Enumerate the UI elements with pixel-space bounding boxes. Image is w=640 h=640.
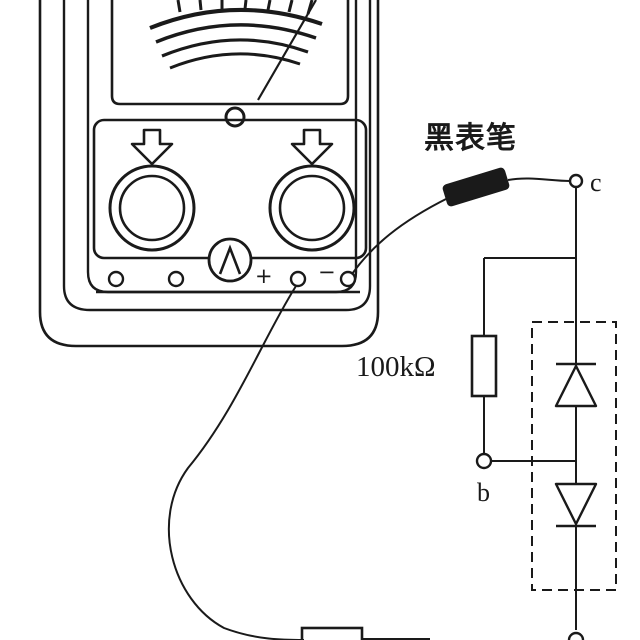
multimeter [38,0,380,348]
lower-diode [554,482,598,528]
multimeter-inner-case [62,0,372,312]
meter-needle [257,0,317,101]
black-probe-tip-wire [507,177,571,182]
terminal-c [568,173,584,189]
right-selector-knob [268,164,356,252]
upper-diode [554,362,598,408]
terminal-jack [107,270,125,288]
black-probe-label: 黑表笔 [424,121,517,156]
jack-minus-label: − [318,260,336,284]
jack-plus-label: + [255,264,273,288]
resistor-value-label: 100kΩ [356,351,436,383]
red-probe-body [300,626,364,640]
terminal-jack [167,270,185,288]
meter-window [110,0,350,128]
meter-scale-arc [161,38,309,58]
transistor-module-border [531,321,617,591]
minus-terminal-jack [339,270,357,288]
terminal-b [475,452,493,470]
needle-pivot [224,106,246,128]
black-probe [442,167,510,207]
plus-terminal-jack [289,270,307,288]
black-probe-lead [351,197,449,275]
meter-scale-arc [169,52,301,70]
terminal-c-label: c [590,168,602,197]
resistor-100k [470,334,498,398]
meter-scale-arc [149,8,323,30]
terminal-e [567,631,585,640]
down-arrow-icon [290,128,334,166]
down-arrow-icon [130,128,174,166]
terminal-b-label: b [477,478,490,507]
red-probe-lead [167,285,305,640]
left-selector-knob [108,164,196,252]
multimeter-outer-case [38,0,380,348]
zero-adjust-knob [207,237,253,283]
